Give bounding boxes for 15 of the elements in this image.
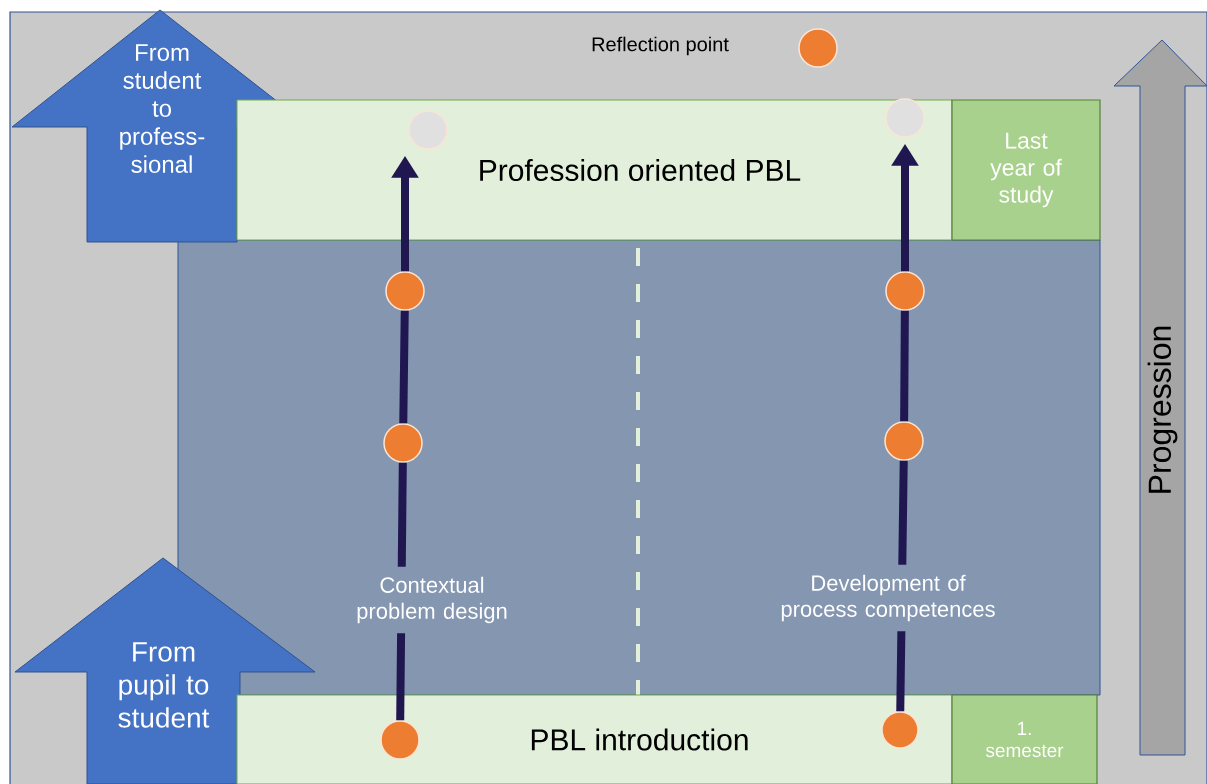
reflection-point-dot xyxy=(885,271,925,311)
reflection-point-dot xyxy=(884,421,924,461)
reflection-point-dot xyxy=(385,271,425,311)
legend-text: Reflection point xyxy=(592,36,729,56)
period-box: Last year of study xyxy=(951,99,1101,241)
end-point-circle xyxy=(408,110,448,150)
period-box: 1. semester xyxy=(951,694,1098,784)
start-point-circle xyxy=(380,720,420,760)
end-point-circle xyxy=(885,98,925,138)
stage-band: Profession oriented PBL xyxy=(236,99,953,241)
start-point-circle xyxy=(881,711,919,749)
reflection-point-dot xyxy=(383,423,423,463)
stage-band: PBL introduction xyxy=(236,694,953,784)
edge-label: Contextual problem design xyxy=(350,566,514,634)
edge-label: Development of process competences xyxy=(773,564,1003,632)
